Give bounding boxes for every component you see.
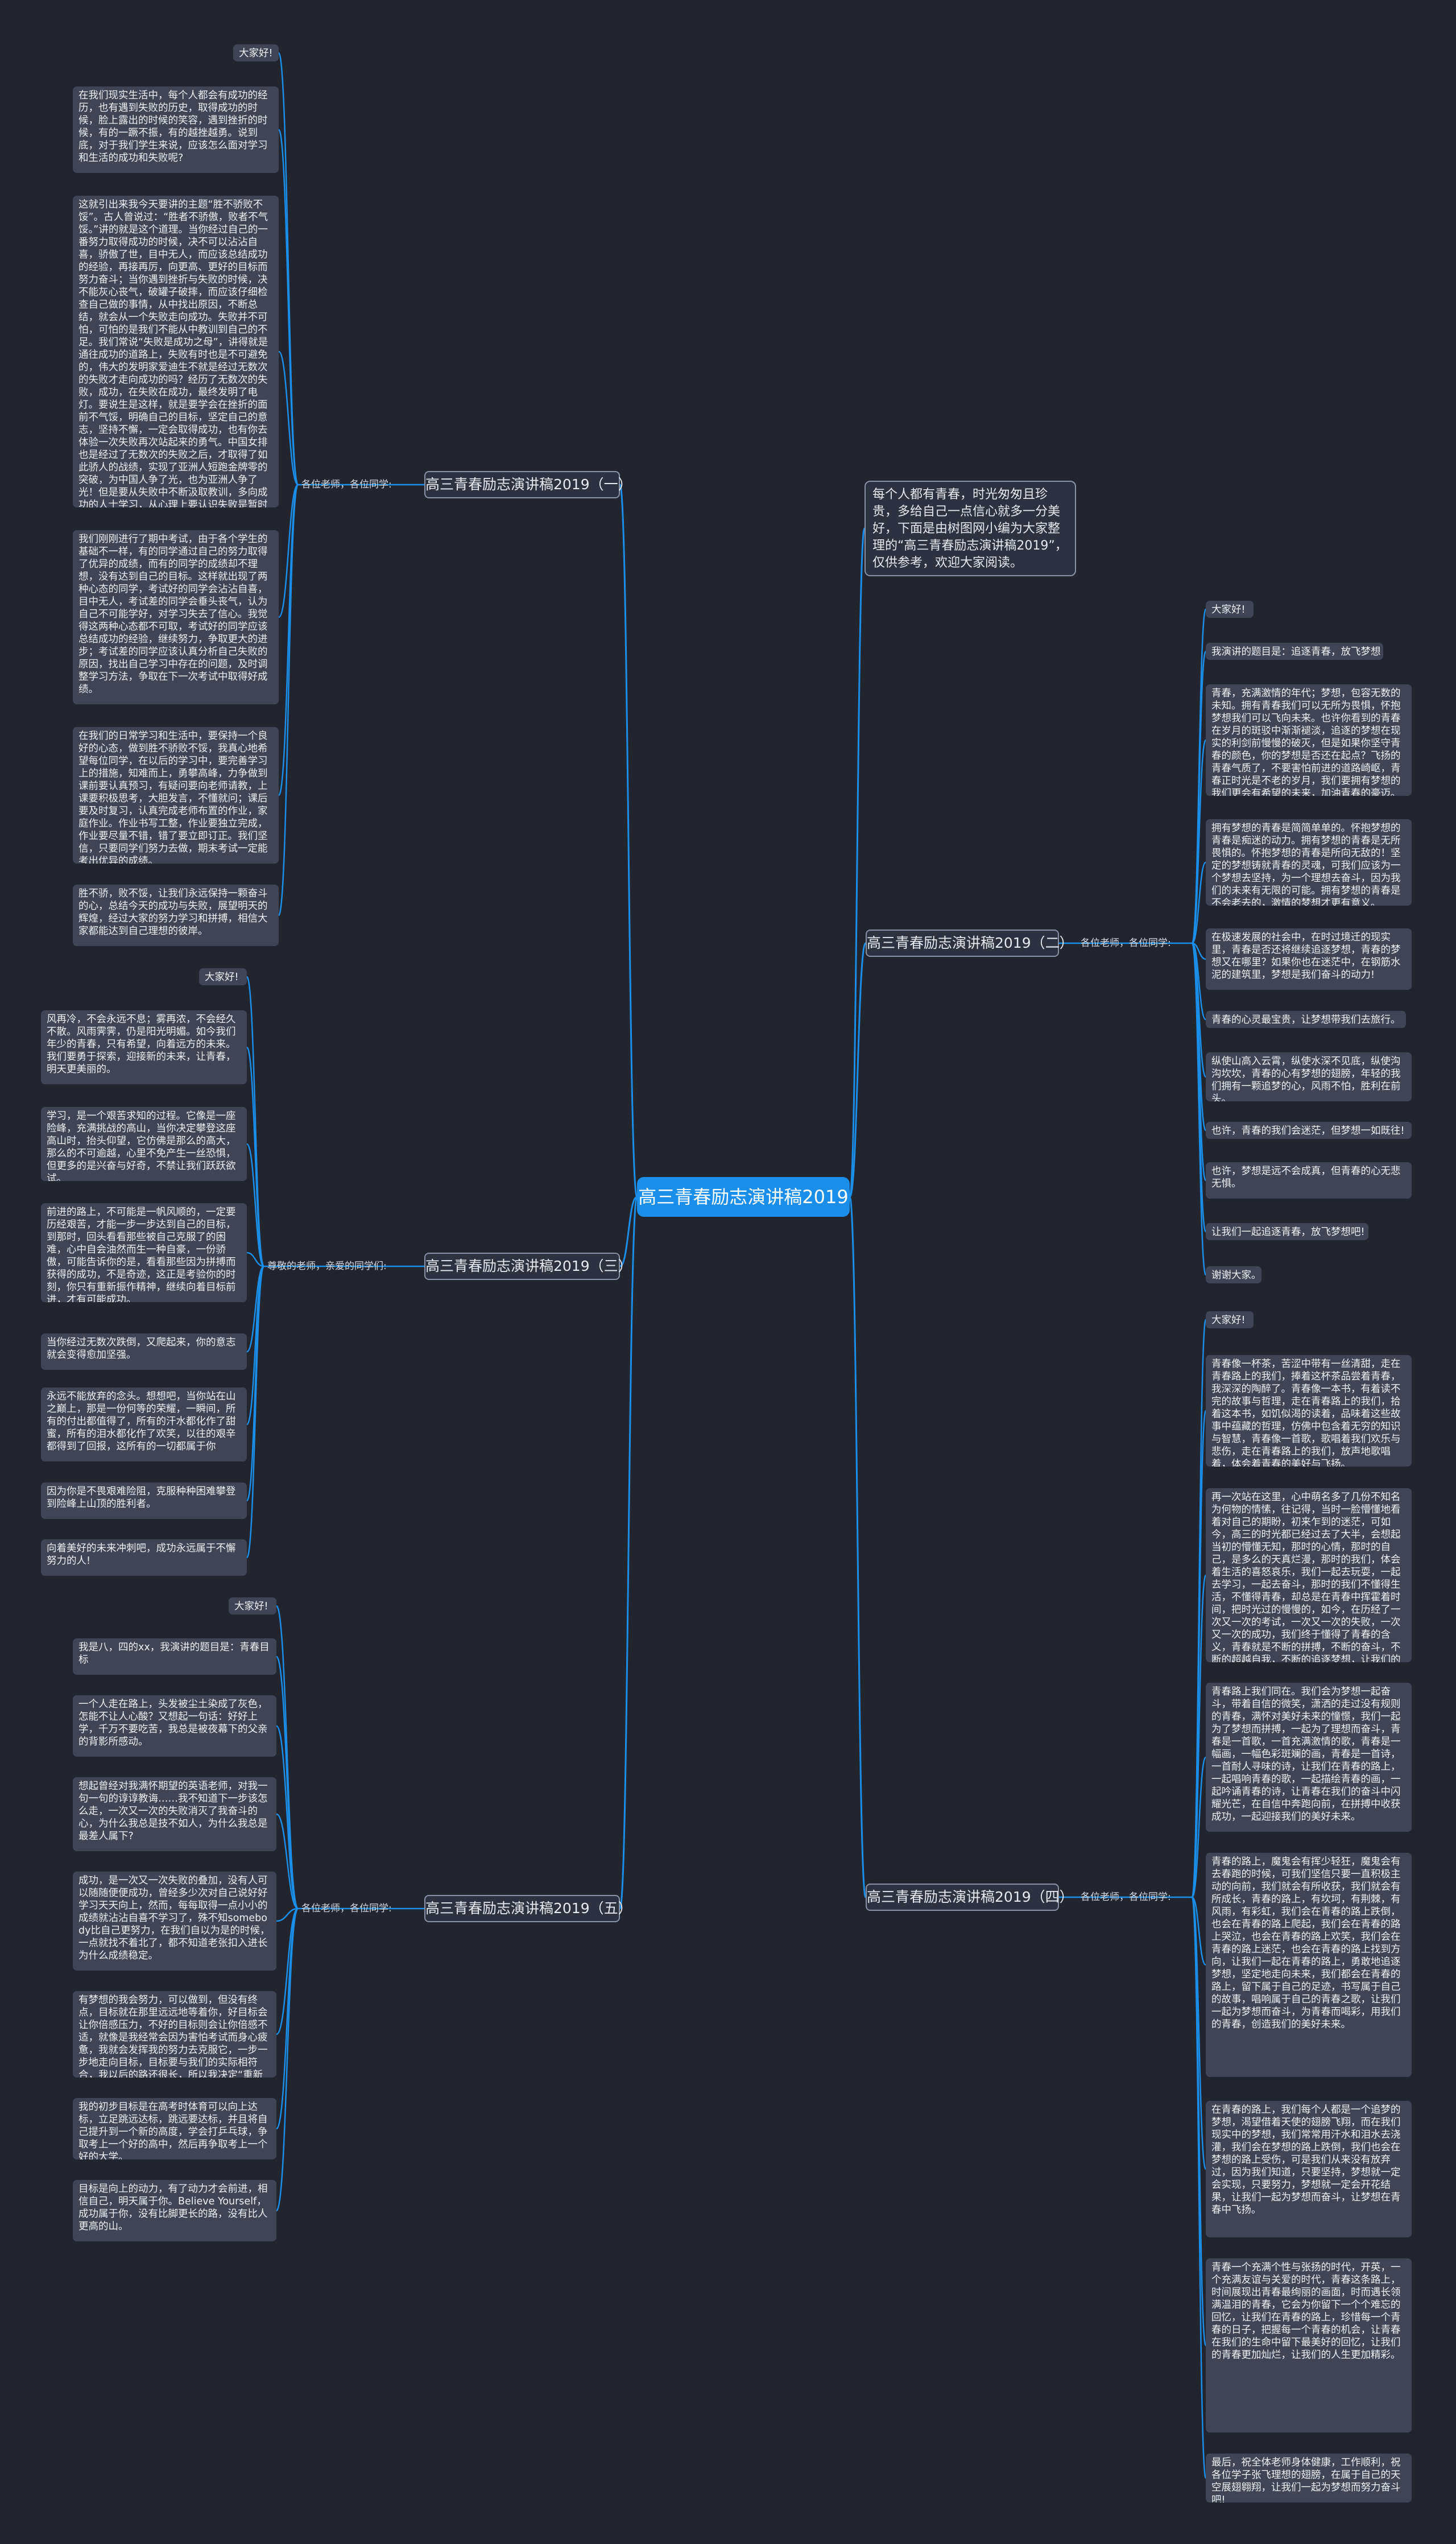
link-root-branch [619, 1196, 638, 1267]
link-greeting-leaf [1191, 1756, 1207, 1898]
branch-2-leaf[interactable]: 我演讲的题目是：追逐青春，放飞梦想 [1206, 643, 1383, 660]
branch-1-leaf[interactable]: 大家好! [233, 44, 279, 61]
branch-2-leaf[interactable]: 大家好! [1206, 601, 1254, 618]
branch-1-greeting[interactable]: 各位老师，各位同学: [301, 479, 392, 490]
branch-5-leaf[interactable]: 目标是向上的动力，有了动力才会前进，相信自己，明天属于你。Believe You… [73, 2180, 276, 2241]
link-greeting-leaf [246, 976, 265, 1267]
branch-3-leaf[interactable]: 当你经过无数次跌倒，又爬起来，你的意志就会变得愈加坚强。 [41, 1333, 247, 1370]
link-greeting-leaf [1191, 1896, 1207, 1966]
branch-speech-3[interactable]: 高三青春励志演讲稿2019（三） [424, 1253, 632, 1280]
link-greeting-leaf [278, 129, 299, 486]
link-greeting-leaf [278, 484, 299, 796]
link-root-branch [849, 1196, 867, 1898]
branch-2-leaf[interactable]: 让我们一起追逐青春，放飞梦想吧! [1206, 1223, 1368, 1240]
link-greeting-leaf [275, 1725, 299, 1910]
link-root-branch [619, 1196, 638, 1910]
link-greeting-leaf [276, 1907, 299, 1922]
branch-3-greeting[interactable]: 尊敬的老师，亲爱的同学们: [267, 1261, 387, 1272]
branch-2-leaf[interactable]: 拥有梦想的青春是简简单单的。怀抱梦想的青春是痴迷的动力。拥有梦想的青春是无所畏惧… [1206, 819, 1412, 906]
branch-2-leaf[interactable]: 也许，青春的我们会迷茫，但梦想一如既往! [1206, 1122, 1412, 1139]
branch-4-leaf[interactable]: 青春路上我们同在。我们会为梦想一起奋斗，带着自信的微笑，潇洒的走过没有规则的青春… [1206, 1683, 1412, 1832]
branch-4-leaf[interactable]: 青春像一杯茶，苦涩中带有一丝清甜，走在青春路上的我们，捧着这杯茶品尝着青春，我深… [1206, 1355, 1412, 1467]
link-greeting-leaf [246, 1143, 265, 1267]
branch-1-leaf[interactable]: 这就引出来我今天要讲的主题“胜不骄败不馁”。古人曾说过：“胜者不骄傲，败者不气馁… [73, 196, 279, 507]
branch-speech-4[interactable]: 高三青春励志演讲稿2019（四） [866, 1884, 1074, 1911]
link-greeting-leaf [276, 1907, 299, 2035]
link-greeting-leaf [1191, 1574, 1207, 1898]
link-greeting-leaf [278, 484, 299, 916]
branch-1-leaf[interactable]: 我们刚刚进行了期中考试，由于各个学生的基础不一样，有的同学通过自己的努力取得了优… [73, 530, 279, 704]
branch-2-leaf[interactable]: 在极速发展的社会中，在时过境迁的现实里，青春是否还将继续追逐梦想，青春的梦想又在… [1206, 928, 1412, 990]
branch-5-leaf[interactable]: 大家好! [229, 1597, 276, 1614]
branch-2-greeting[interactable]: 各位老师，各位同学: [1081, 938, 1171, 949]
link-greeting-leaf [246, 1265, 265, 1559]
branch-speech-1[interactable]: 高三青春励志演讲稿2019（一） [424, 471, 632, 498]
branch-2-leaf[interactable]: 青春的心灵最宝贵，让梦想带我们去旅行。 [1206, 1011, 1406, 1028]
link-greeting-leaf [278, 350, 299, 486]
branch-5-leaf[interactable]: 想起曾经对我满怀期望的英语老师，对我一句一句的谆谆教诲……我不知道下一步该怎么走… [73, 1777, 276, 1851]
branch-1-leaf[interactable]: 胜不骄，败不馁，让我们永远保持一颗奋斗的心，总结今天的成功与失败，展望明天的辉煌… [73, 885, 279, 946]
link-root-branch [619, 484, 638, 1198]
link-root-branch [849, 942, 867, 1198]
link-greeting-leaf [276, 1813, 299, 1910]
link-greeting-leaf [246, 1046, 265, 1267]
branch-4-leaf[interactable]: 大家好! [1206, 1311, 1254, 1328]
branch-2-leaf[interactable]: 也许，梦想是远不会成真，但青春的心无悲无惧。 [1206, 1162, 1412, 1199]
link-greeting-leaf [246, 1265, 264, 1353]
branch-3-leaf[interactable]: 前进的路上，不可能是一帆风顺的，一定要历经艰苦，才能一步一步达到自己的目标，到那… [41, 1203, 247, 1302]
branch-3-leaf[interactable]: 大家好! [199, 968, 247, 985]
branch-4-leaf[interactable]: 在青春的路上，我们每个人都是一个追梦的梦想，渴望借着天使的翅膀飞翔，而在我们现实… [1206, 2101, 1412, 2237]
branch-speech-2[interactable]: 高三青春励志演讲稿2019（二） [866, 930, 1074, 957]
branch-5-leaf[interactable]: 成功，是一次又一次失败的叠加，没有人可以随随便便成功，曾经多少次对自己说好好学习… [73, 1872, 276, 1971]
branch-3-leaf[interactable]: 因为你是不畏艰难险阻，克服种种困难攀登到险峰上山顶的胜利者。 [41, 1482, 247, 1519]
link-greeting-leaf [1191, 1896, 1207, 2479]
link-greeting-leaf [1191, 1896, 1207, 2347]
link-root-intro [849, 527, 866, 1198]
branch-5-leaf[interactable]: 我的初步目标是在高考时体育可以向上达标，立足跳远达标，跳远要达标，并且将自己提升… [73, 2098, 276, 2159]
branch-2-leaf[interactable]: 青春，充满激情的年代；梦想，包容无数的未知。拥有青春我们可以无所为畏惧，怀抱梦想… [1206, 684, 1412, 796]
intro-summary[interactable]: 每个人都有青春，时光匆匆且珍贵，多给自己一点信心就多一分美好，下面是由树图网小编… [864, 481, 1076, 576]
branch-2-leaf[interactable]: 谢谢大家。 [1206, 1266, 1261, 1283]
branch-speech-5[interactable]: 高三青春励志演讲稿2019（五） [424, 1895, 632, 1922]
root-topic[interactable]: 高三青春励志演讲稿2019 [637, 1177, 850, 1217]
branch-2-leaf[interactable]: 纵使山高入云霄，纵使水深不见底，纵使沟沟坎坎，青春的心有梦想的翅膀，年轻的我们拥… [1206, 1052, 1412, 1101]
link-greeting-leaf [1191, 942, 1207, 1276]
link-greeting-leaf [1191, 861, 1207, 944]
branch-3-leaf[interactable]: 向着美好的未来冲刺吧，成功永远属于不懈努力的人! [41, 1539, 247, 1576]
branch-3-leaf[interactable]: 永远不能放弃的念头。想想吧，当你站在山之巅上，那是一份何等的荣耀，一瞬间，所有的… [41, 1387, 247, 1461]
branch-4-leaf[interactable]: 青春一个充满个性与张扬的时代，开英，一个充满友谊与关爱的时代，青春这条路上，时间… [1206, 2258, 1412, 2433]
link-greeting-leaf [246, 1265, 265, 1502]
link-greeting-leaf [275, 1655, 299, 1910]
branch-3-leaf[interactable]: 风再冷，不会永远不息；雾再浓，不会经久不散。风雨霁霁，仍是阳光明媚。如今我们年少… [41, 1010, 247, 1084]
link-greeting-leaf [246, 1252, 264, 1267]
branch-4-leaf[interactable]: 最后，祝全体老师身体健康，工作顺利，祝各位学子张飞理想的翅膀，在属于自己的天空展… [1206, 2454, 1412, 2502]
branch-5-greeting[interactable]: 各位老师，各位同学: [301, 1903, 392, 1914]
branch-5-leaf[interactable]: 一个人走在路上，头发被尘土染成了灰色，怎能不让人心酸？又想起一句话：好好上学，千… [73, 1695, 276, 1757]
branch-1-leaf[interactable]: 在我们的日常学习和生活中，要保持一个良好的心态，做到胜不骄败不馁，我真心地希望每… [73, 727, 279, 864]
link-greeting-leaf [278, 484, 299, 618]
branch-5-leaf[interactable]: 有梦想的我会努力，可以做到，但没有终点，目标就在那里远远地等着你，好目标会让你倍… [73, 1991, 276, 2078]
link-greeting-leaf [275, 1907, 299, 2130]
branch-4-leaf[interactable]: 再一次站在这里，心中萌名多了几份不知名为何物的情愫，往记得，当时一脸懵懂地看着对… [1206, 1488, 1412, 1662]
link-greeting-leaf [275, 1907, 299, 2212]
link-greeting-leaf [1191, 739, 1207, 944]
branch-5-leaf[interactable]: 我是八，四的xx，我演讲的题目是：青春目标 [73, 1638, 276, 1675]
branch-4-leaf[interactable]: 青春的路上，魔鬼会有挥少轻狂，魔鬼会有去春跑的时候，可我们坚信只要一直积极主动的… [1206, 1853, 1412, 2077]
branch-1-leaf[interactable]: 在我们现实生活中，每个人都会有成功的经历，也有遇到失败的历史，取得成功的时候，脸… [73, 86, 279, 173]
branch-4-greeting[interactable]: 各位老师，各位同学: [1081, 1892, 1171, 1903]
branch-3-leaf[interactable]: 学习，是一个艰苦求知的过程。它像是一座险峰，充满挑战的高山，当你决定攀登这座高山… [41, 1107, 247, 1181]
